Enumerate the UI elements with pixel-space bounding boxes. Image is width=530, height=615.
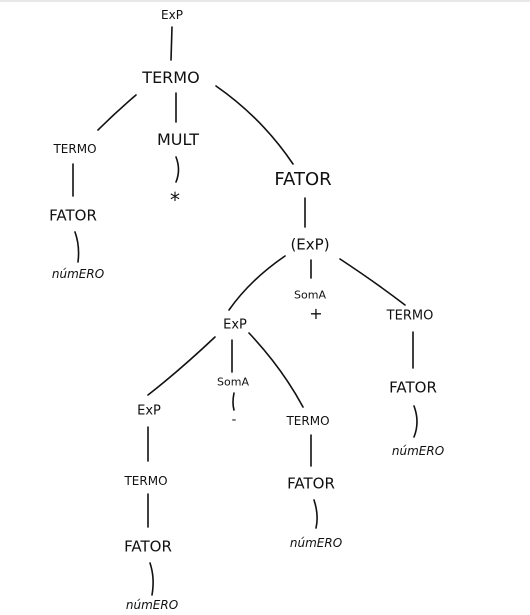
edge-exp-termo <box>170 26 173 61</box>
edge-termo-termoleft <box>97 94 137 131</box>
node-minus: - <box>231 412 237 428</box>
edge-fatormid-numero <box>313 499 318 529</box>
node-fator-left: FATOR <box>49 206 97 225</box>
edge-soma-minus <box>232 392 235 411</box>
node-termo-top: TERMO <box>142 68 200 87</box>
edge-parenexp-termo <box>339 258 406 306</box>
edge-termo-fator <box>215 85 294 165</box>
edge-fatorright-numero <box>413 405 418 438</box>
node-termo-right: TERMO <box>386 308 434 324</box>
node-termo-low: TERMO <box>124 474 168 488</box>
node-numero-low: númERO <box>125 598 179 612</box>
node-numero-mid: númERO <box>289 536 343 550</box>
edge-exp-termomid <box>248 332 304 408</box>
node-numero-left: númERO <box>51 267 105 281</box>
node-plus: + <box>309 304 323 323</box>
node-mult: MULT <box>157 130 199 149</box>
node-fator-rr: FATOR <box>389 378 437 397</box>
node-fator-mid: FATOR <box>287 474 335 493</box>
edge-fatorleft-numero <box>74 231 80 263</box>
edge-exp-explow <box>147 336 216 396</box>
node-numero-rr: númERO <box>391 444 445 458</box>
node-star: * <box>170 188 180 212</box>
node-fator-low: FATOR <box>124 537 172 556</box>
top-border <box>0 0 530 2</box>
edge-fatorlow-numero <box>149 562 154 596</box>
edge-parenexp-exp <box>228 255 286 311</box>
node-exp-root: ExP <box>161 8 183 22</box>
node-exp-mid: ExP <box>223 317 247 333</box>
node-exp-low: ExP <box>137 403 161 419</box>
node-termo-mid: TERMO <box>286 414 330 428</box>
node-termo-left: TERMO <box>53 142 97 156</box>
node-paren-exp: (ExP) <box>290 235 330 254</box>
edge-mult-star <box>175 156 180 183</box>
node-soma-minus: SomA <box>217 375 249 389</box>
node-soma-plus: SomA <box>294 288 326 302</box>
node-fator-right: FATOR <box>274 169 332 190</box>
